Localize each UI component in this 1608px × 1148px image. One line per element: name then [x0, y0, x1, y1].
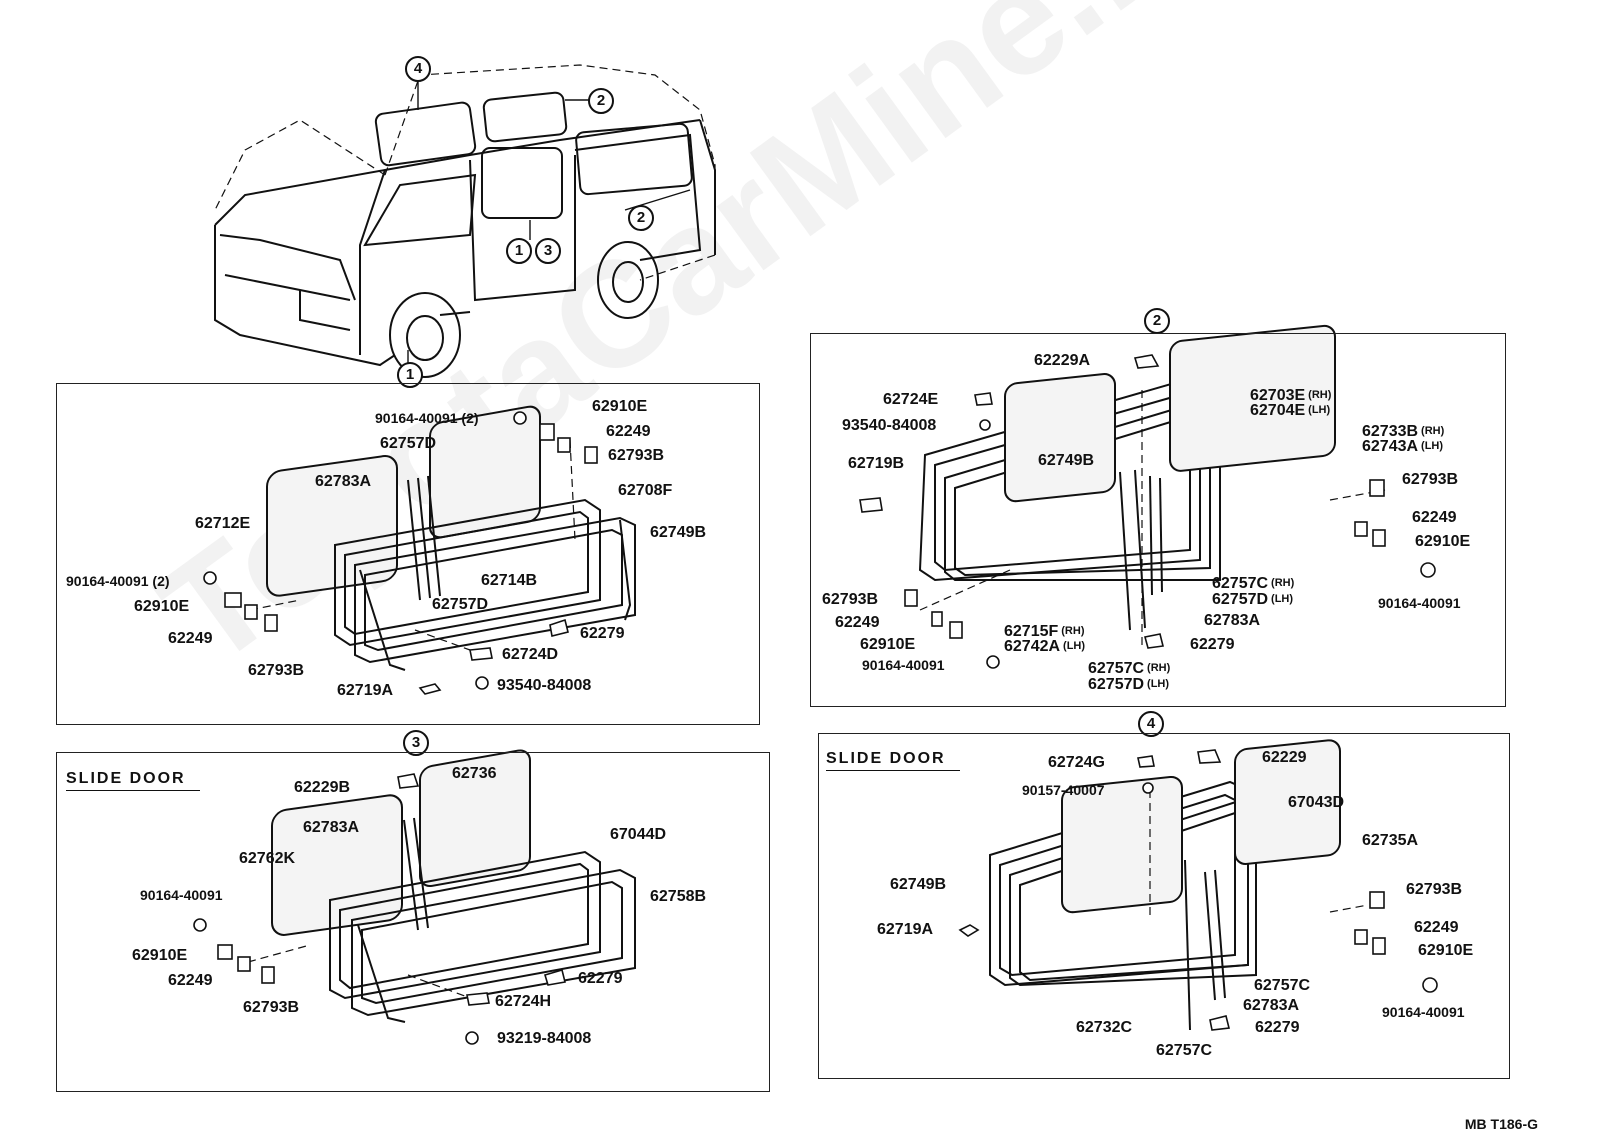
label-62732C: 62732C	[1076, 1019, 1133, 1036]
label-62279: 62279	[580, 625, 625, 642]
label-62249-right: 62249	[1412, 509, 1457, 526]
label-62229: 62229	[1262, 749, 1307, 766]
label-62793B-top: 62793B	[608, 447, 665, 464]
label-62757D-bottom: 62757D(LH)	[1088, 676, 1170, 693]
label-62910E: 62910E	[132, 947, 188, 964]
label-90164-40091: 90164-40091	[1382, 1004, 1465, 1020]
label-67044D: 67044D	[610, 826, 667, 843]
label-62757C-right: 62757C(RH)	[1212, 575, 1295, 592]
label-62715F: 62715F(RH)	[1004, 623, 1085, 640]
label-62757C-lower: 62757C	[1156, 1042, 1213, 1059]
label-62783A: 62783A	[315, 473, 372, 490]
label-62733B: 62733B(RH)	[1362, 423, 1445, 440]
label-62757D-bottom: 62757D	[432, 596, 489, 613]
label-62714B: 62714B	[481, 572, 538, 589]
label-62757D-right: 62757D(LH)	[1212, 591, 1294, 608]
label-62229B: 62229B	[294, 779, 351, 796]
label-90164-40091-left: 90164-40091	[862, 657, 945, 673]
label-62910E-top: 62910E	[592, 398, 648, 415]
overview-callout-4: 4	[405, 56, 431, 82]
panel4-title: SLIDE DOOR	[826, 750, 960, 771]
label-90157-40007: 90157-40007	[1022, 782, 1105, 798]
label-62793B-right: 62793B	[1402, 471, 1459, 488]
label-62743A: 62743A(LH)	[1362, 438, 1444, 455]
label-62279: 62279	[578, 970, 623, 987]
label-90164-40091-right: 90164-40091	[1378, 595, 1461, 611]
label-62708F: 62708F	[618, 482, 673, 499]
overview-callout-2-lower: 2	[628, 205, 654, 231]
panel3-title: SLIDE DOOR	[66, 770, 200, 791]
label-62757C-upper: 62757C	[1254, 977, 1311, 994]
label-90164-40091-top: 90164-40091 (2)	[375, 410, 479, 426]
label-62724G: 62724G	[1048, 754, 1105, 771]
panel2-drawing	[859, 324, 1436, 669]
label-62719A: 62719A	[877, 921, 934, 938]
label-62249-left: 62249	[168, 630, 213, 647]
label-62910E-left: 62910E	[134, 598, 190, 615]
label-62783A: 62783A	[1204, 612, 1261, 629]
label-62910E-left: 62910E	[860, 636, 916, 653]
label-62724E: 62724E	[883, 391, 939, 408]
label-67043D: 67043D	[1288, 794, 1345, 811]
label-62910E-right: 62910E	[1415, 533, 1471, 550]
label-62742A: 62742A(LH)	[1004, 638, 1086, 655]
label-62793B-left: 62793B	[822, 591, 879, 608]
label-62783A: 62783A	[303, 819, 360, 836]
label-90164-40091-left: 90164-40091 (2)	[66, 573, 170, 589]
label-62279: 62279	[1190, 636, 1235, 653]
label-90164-40091: 90164-40091	[140, 887, 223, 903]
label-93540-84008: 93540-84008	[497, 677, 592, 694]
panel3-callout: 3	[403, 730, 429, 756]
label-62724D: 62724D	[502, 646, 559, 663]
label-62736: 62736	[452, 765, 497, 782]
label-62758B: 62758B	[650, 888, 707, 905]
panel1-drawing	[203, 405, 636, 695]
label-62703E: 62703E(RH)	[1250, 387, 1332, 404]
label-62249: 62249	[1414, 919, 1459, 936]
label-93540-84008: 93540-84008	[842, 417, 937, 434]
panel-3	[56, 752, 770, 1092]
panel-1	[56, 383, 760, 725]
panel2-callout: 2	[1144, 308, 1170, 334]
label-62793B-bottom: 62793B	[248, 662, 305, 679]
overview-callout-2-upper: 2	[588, 88, 614, 114]
label-62749B: 62749B	[650, 524, 707, 541]
label-62762K: 62762K	[239, 850, 296, 867]
label-62712E: 62712E	[195, 515, 251, 532]
label-62910E: 62910E	[1418, 942, 1474, 959]
label-62249: 62249	[168, 972, 213, 989]
label-62724H: 62724H	[495, 993, 552, 1010]
label-62229A: 62229A	[1034, 352, 1091, 369]
label-62719B: 62719B	[848, 455, 905, 472]
label-93219-84008: 93219-84008	[497, 1030, 592, 1047]
label-62704E: 62704E(LH)	[1250, 402, 1331, 419]
label-62783A: 62783A	[1243, 997, 1300, 1014]
label-62249-left: 62249	[835, 614, 880, 631]
label-62249-top: 62249	[606, 423, 651, 440]
panel4-callout: 4	[1138, 711, 1164, 737]
panel4-drawing	[958, 739, 1438, 1031]
van-overview-drawing	[214, 64, 716, 378]
panel3-drawing	[193, 749, 636, 1045]
label-62719A: 62719A	[337, 682, 394, 699]
panel-4	[818, 733, 1510, 1079]
label-62749B: 62749B	[890, 876, 947, 893]
label-62279: 62279	[1255, 1019, 1300, 1036]
overview-callout-3-door: 3	[535, 238, 561, 264]
label-62757D-top: 62757D	[380, 435, 437, 452]
label-62793B: 62793B	[243, 999, 300, 1016]
label-62793B: 62793B	[1406, 881, 1463, 898]
overview-callout-1-door: 1	[506, 238, 532, 264]
figure-code: MB T186-G	[1464, 1116, 1538, 1132]
label-62757C-bottom: 62757C(RH)	[1088, 660, 1171, 677]
panel-2	[810, 333, 1506, 707]
label-62735A: 62735A	[1362, 832, 1419, 849]
label-62749B: 62749B	[1038, 452, 1095, 469]
